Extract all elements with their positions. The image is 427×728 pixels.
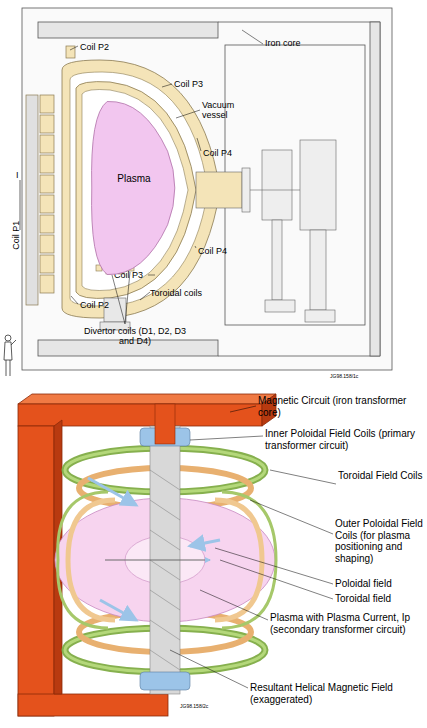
plasma-shape: Plasma [86,96,182,280]
coil-label: Coil P2 [80,42,130,52]
field-label: Resultant Helical Magnetic Field (exagge… [250,682,420,705]
coil-label: Toroidal Field Coils [338,470,424,482]
coil-label: Coil P4 [198,246,248,256]
coil-label: Inner Poloidal Field Coils (primary tran… [265,428,425,451]
coil-label: Coil P2 [80,300,130,310]
plasma-label: Plasma [86,173,182,184]
coil-label: Coil P3 [174,79,224,89]
current-label: I [16,170,26,180]
field-label: Poloidal field [335,578,425,590]
figure-code: JG98.158/1c [330,374,390,380]
figure-code: JG98.158/2c [180,704,240,710]
iron-core-label: Iron core [265,38,325,48]
coil-label: Coil P1 [11,205,21,265]
coil-label: Outer Poloidal Field Coils (for plasma p… [335,518,425,564]
plasma-outline [86,96,182,280]
core-label: Magnetic Circuit (iron transformer core) [258,395,423,418]
field-label: Toroidal field [335,593,425,605]
plasma-label: Plasma with Plasma Current, Ip (secondar… [270,612,425,635]
vessel-label: Vacuum vessel [202,100,247,121]
coil-label: Coil P4 [203,148,253,158]
coil-label: Toroidal coils [150,288,220,298]
divertor-label: Divertor coils (D1, D2, D3 and D4) [80,326,190,347]
